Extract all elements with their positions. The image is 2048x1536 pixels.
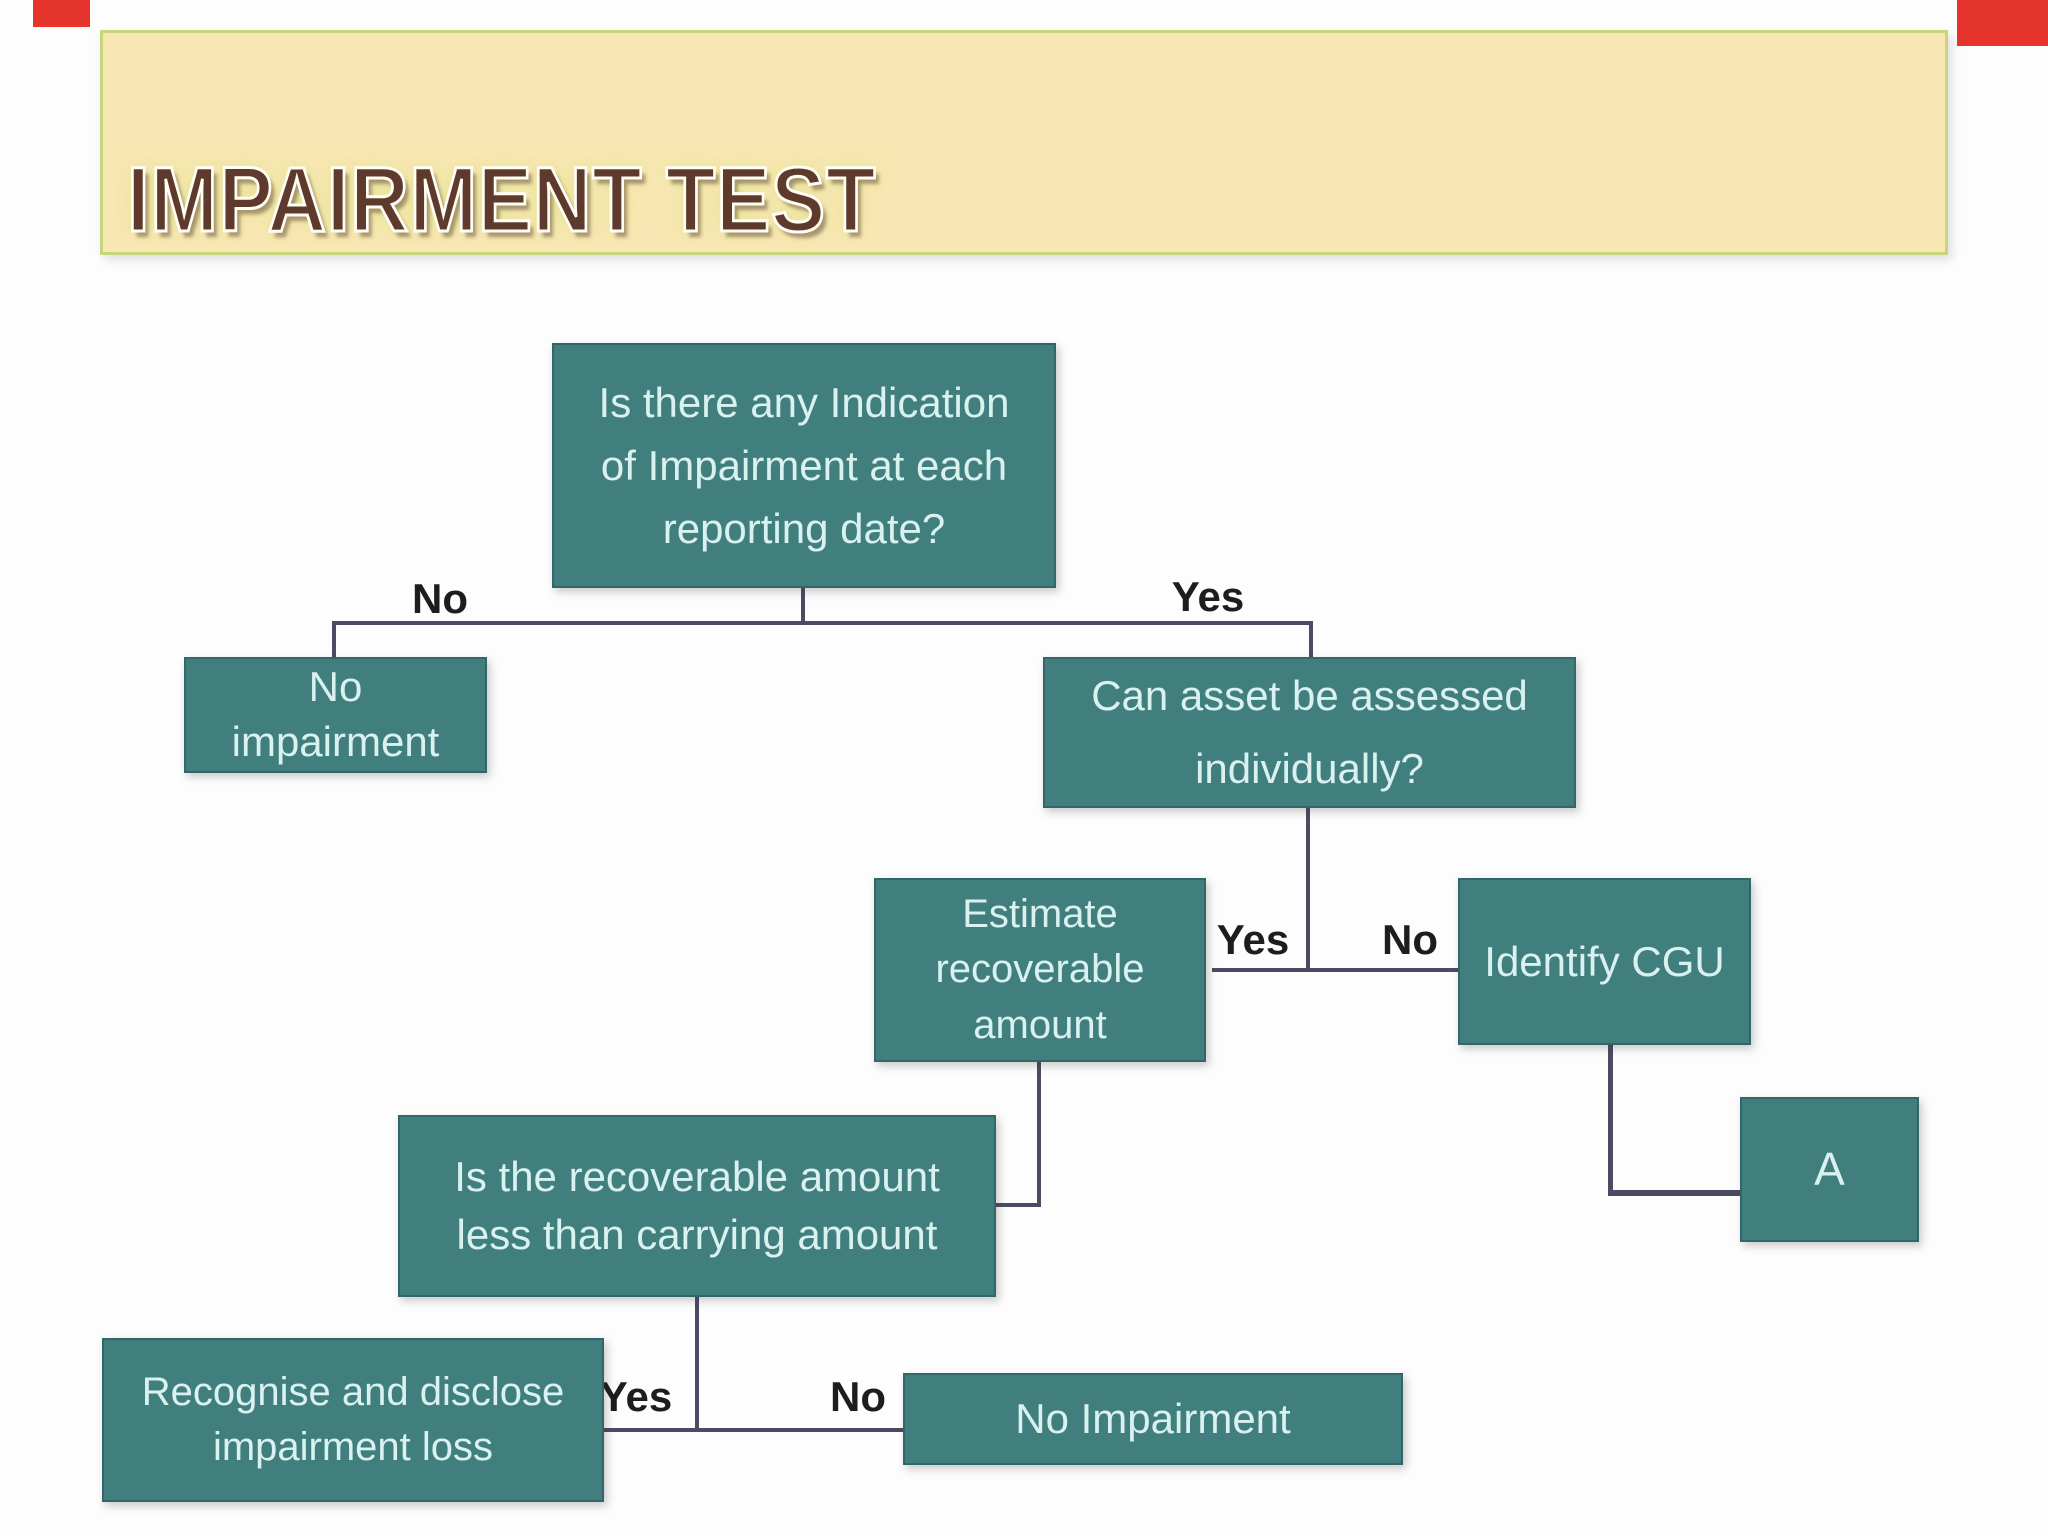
branch-label-individual-yes: Yes (1216, 916, 1290, 963)
node-no-impairment-bottom-label: No Impairment (1015, 1395, 1291, 1443)
branch-label-less-yes: Yes (599, 1373, 673, 1420)
node-recognise-loss: Recognise and disclose impairment loss (102, 1338, 604, 1502)
title-banner: IMPAIRMENT TEST (100, 30, 1948, 255)
node-indication-question: Is there any Indication of Impairment at… (552, 343, 1056, 588)
node-a-offpage-connector: A (1740, 1097, 1919, 1242)
connector-cgu-elbow (1608, 1190, 1744, 1196)
node-no-impairment-bottom: No Impairment (903, 1373, 1403, 1465)
node-identify-cgu: Identify CGU (1458, 878, 1751, 1045)
node-estimate-recoverable: Estimate recoverable amount (874, 878, 1206, 1062)
node-recognise-loss-label: Recognise and disclose impairment loss (141, 1369, 565, 1469)
connector-branch1-horizontal (332, 621, 1313, 625)
connector-branch1-right-drop (1309, 621, 1313, 661)
connector-branch3-horizontal (602, 1428, 903, 1432)
red-corner-accent-left (33, 0, 90, 27)
node-a-offpage-connector-label: A (1814, 1142, 1845, 1195)
branch-label-individual-no: No (1382, 916, 1438, 963)
branch-label-indication-yes: Yes (1171, 573, 1245, 620)
node-estimate-recoverable-label: Estimate recoverable amount (935, 892, 1145, 1047)
connector-estimate-drop (1037, 1060, 1041, 1207)
node-identify-cgu-label: Identify CGU (1484, 937, 1725, 985)
node-no-impairment-left-label: No impairment (231, 663, 440, 765)
connector-lessthan-stem (695, 1295, 699, 1432)
connector-estimate-elbow (996, 1203, 1041, 1207)
connector-start-stem (801, 588, 805, 625)
connector-canasset-stem (1306, 806, 1310, 972)
node-recoverable-less-question: Is the recoverable amount less than carr… (398, 1115, 996, 1297)
red-corner-accent-right (1957, 0, 2048, 46)
node-can-asset-question-label: Can asset be assessed individually? (1091, 672, 1528, 792)
node-can-asset-question: Can asset be assessed individually? (1043, 657, 1576, 808)
page-title: IMPAIRMENT TEST (126, 149, 877, 251)
connector-branch1-left-drop (332, 621, 336, 661)
connector-cgu-drop (1608, 1043, 1613, 1195)
node-indication-question-label: Is there any Indication of Impairment at… (598, 379, 1010, 552)
node-recoverable-less-question-label: Is the recoverable amount less than carr… (454, 1153, 940, 1258)
branch-label-indication-no: No (412, 575, 468, 622)
node-no-impairment-left: No impairment (184, 657, 487, 773)
connector-branch2-horizontal (1212, 968, 1458, 972)
branch-label-less-no: No (830, 1373, 886, 1420)
